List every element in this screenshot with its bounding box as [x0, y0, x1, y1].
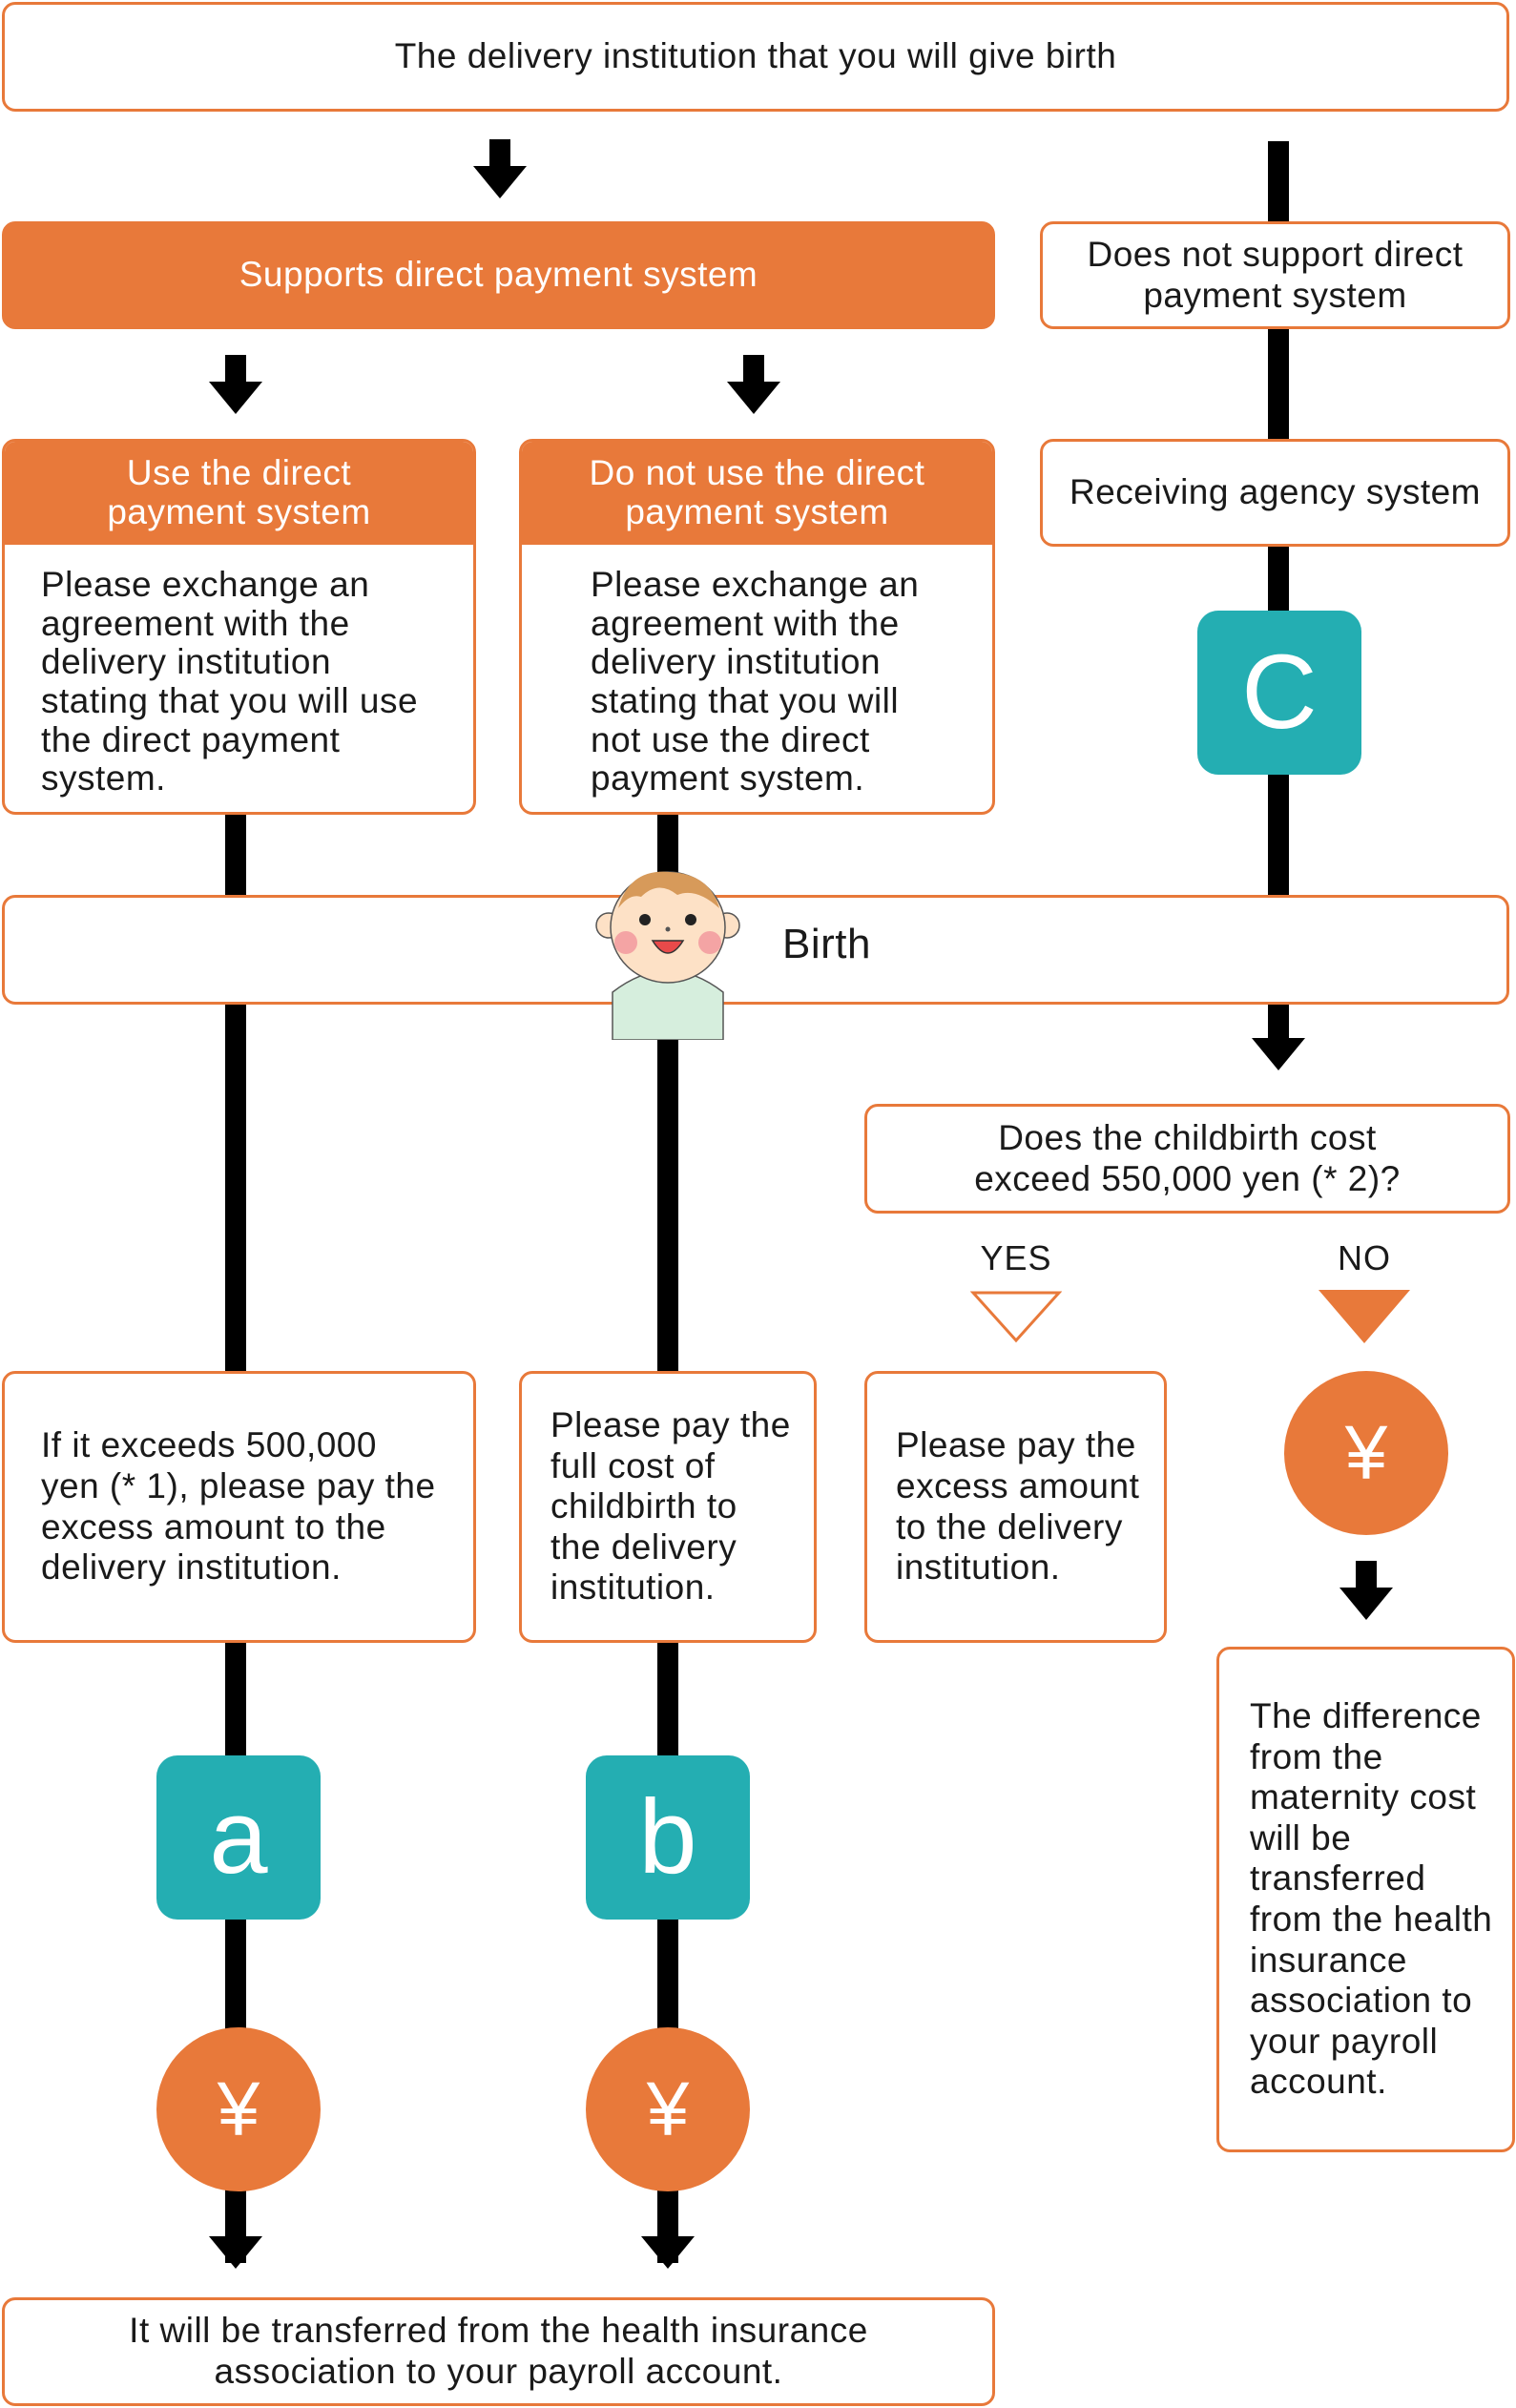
not-support-direct-payment-box: Does not support direct payment system	[1040, 221, 1510, 329]
baby-icon	[595, 871, 740, 1040]
supports-direct-payment-box: Supports direct payment system	[2, 221, 995, 329]
triangle-outline-icon	[970, 1291, 1062, 1343]
not-support-direct-payment-text: Does not support direct payment system	[1087, 234, 1464, 315]
childbirth-cost-question-text: Does the childbirth cost exceed 550,000 …	[974, 1117, 1401, 1198]
yes-label: YES	[980, 1238, 1052, 1277]
down-arrow-icon	[641, 2210, 695, 2269]
down-arrow-icon	[1252, 1011, 1305, 1070]
not-use-direct-payment-title: Do not use the direct payment system	[522, 442, 992, 545]
delivery-institution-box: The delivery institution that you will g…	[2, 2, 1509, 112]
yen-icon: ¥	[1284, 1371, 1448, 1535]
exceeds-500000-text: If it exceeds 500,000 yen (* 1), please …	[41, 1425, 436, 1588]
delivery-institution-text: The delivery institution that you will g…	[394, 36, 1117, 76]
childbirth-cost-question-box: Does the childbirth cost exceed 550,000 …	[864, 1104, 1510, 1214]
down-arrow-icon	[473, 139, 527, 198]
pay-excess-box: Please pay the excess amount to the deli…	[864, 1371, 1167, 1643]
down-arrow-icon	[209, 2210, 262, 2269]
receiving-agency-text: Receiving agency system	[1069, 472, 1482, 512]
badge-a: a	[156, 1755, 321, 1920]
use-direct-payment-title: Use the direct payment system	[5, 442, 473, 545]
down-arrow-icon	[209, 355, 262, 414]
yen-icon: ¥	[586, 2027, 750, 2191]
transferred-to-payroll-box: It will be transferred from the health i…	[2, 2297, 995, 2406]
birth-text: Birth	[782, 921, 871, 967]
triangle-filled-icon	[1319, 1290, 1410, 1343]
difference-transferred-box: The difference from the maternity cost w…	[1216, 1647, 1515, 2152]
birth-box: Birth	[2, 895, 1509, 1005]
not-use-direct-payment-body: Please exchange an agreement with the de…	[591, 565, 920, 799]
difference-transferred-text: The difference from the maternity cost w…	[1250, 1696, 1493, 2102]
connector-line-c	[1268, 141, 1289, 1043]
pay-excess-text: Please pay the excess amount to the deli…	[896, 1425, 1140, 1588]
no-label: NO	[1338, 1238, 1391, 1277]
down-arrow-icon	[727, 355, 780, 414]
not-use-direct-payment-card: Do not use the direct payment system Ple…	[519, 439, 995, 815]
pay-full-cost-box: Please pay the full cost of childbirth t…	[519, 1371, 817, 1643]
down-arrow-icon	[1339, 1561, 1393, 1620]
exceeds-500000-box: If it exceeds 500,000 yen (* 1), please …	[2, 1371, 476, 1643]
badge-b: b	[586, 1755, 750, 1920]
yen-icon: ¥	[156, 2027, 321, 2191]
receiving-agency-box: Receiving agency system	[1040, 439, 1510, 547]
use-direct-payment-card: Use the direct payment system Please exc…	[2, 439, 476, 815]
supports-direct-payment-text: Supports direct payment system	[239, 255, 758, 295]
pay-full-cost-text: Please pay the full cost of childbirth t…	[550, 1405, 791, 1608]
use-direct-payment-body: Please exchange an agreement with the de…	[41, 565, 419, 799]
transferred-to-payroll-text: It will be transferred from the health i…	[129, 2311, 868, 2391]
badge-c: C	[1197, 611, 1361, 775]
